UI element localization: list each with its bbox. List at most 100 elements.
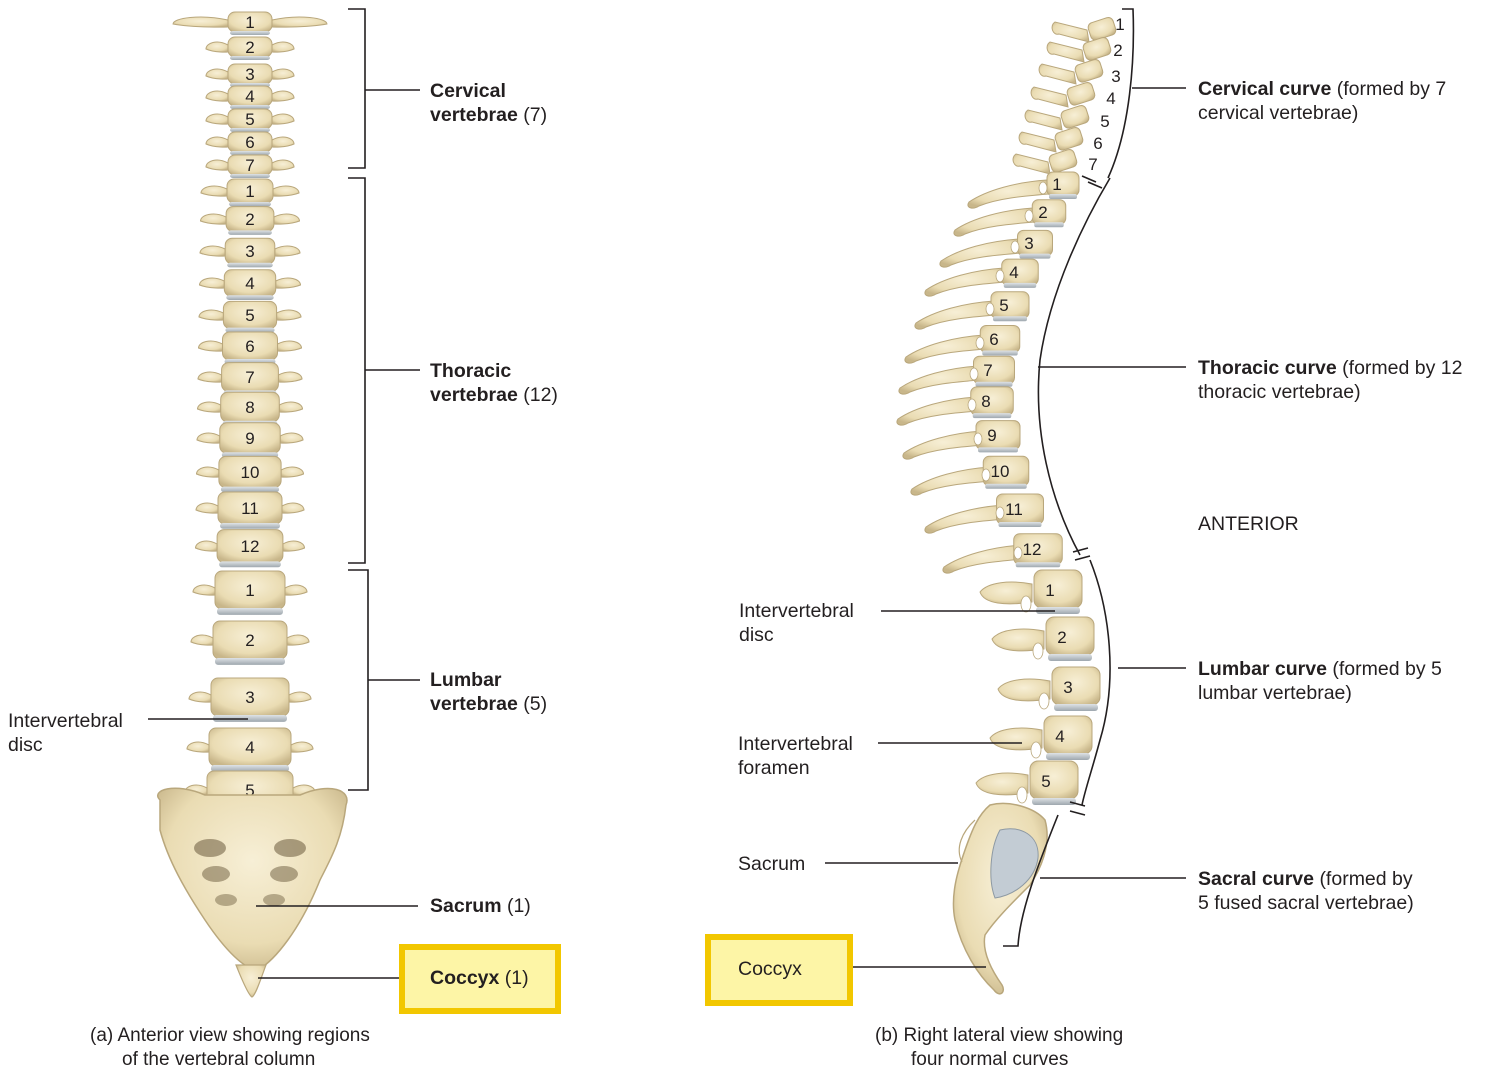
- thoracic-curve-line2: thoracic vertebrae): [1198, 381, 1361, 403]
- cervical-number-2: 2: [245, 38, 254, 57]
- intervertebral-foramen: [1020, 595, 1032, 613]
- sacrum-label-b: Sacrum: [738, 853, 806, 875]
- thoracic-number-4: 4: [245, 274, 254, 293]
- intervertebral-foramen: [995, 506, 1005, 520]
- thoracic-number-10: 10: [241, 463, 260, 482]
- thoracic-process-right: [278, 401, 304, 413]
- intervertebral-foramen: [1038, 692, 1050, 710]
- cervical-spinous-process: [1051, 21, 1090, 43]
- lumbar-lateral-number-1: 1: [1045, 581, 1054, 600]
- curve-tick-marks: [1069, 175, 1103, 816]
- thoracic-number-6: 6: [245, 337, 254, 356]
- lumbar-process-right: [286, 634, 310, 646]
- cervical-lateral-number-4: 4: [1106, 89, 1115, 108]
- sacral-curve-label: Sacral curve (formed by 5 fused sacral v…: [1198, 867, 1414, 915]
- caption-b-line2: four normal curves: [911, 1049, 1069, 1070]
- intervertebral-foramen: [1016, 786, 1028, 804]
- thoracic-lateral-vertebra-5: [990, 291, 1030, 319]
- thoracic-number-3: 3: [245, 242, 254, 261]
- intervertebral-foramen: [1013, 546, 1023, 560]
- lumbar-process-right: [290, 741, 314, 753]
- lumbar-curve-bold: Lumbar curve: [1198, 658, 1327, 680]
- intervertebral-foramen: [969, 367, 979, 381]
- thoracic-vertebrae-label: Thoracic vertebrae (12): [430, 359, 558, 407]
- intervertebral-disc: [1048, 654, 1092, 661]
- lumbar-lateral-number-4: 4: [1055, 727, 1064, 746]
- thoracic-lateral-vertebra-8: [970, 386, 1014, 416]
- lumbar-label-bold: Lumbar: [430, 669, 502, 691]
- cervical-lateral-vertebra-7: [1048, 149, 1078, 173]
- lumbar-bracket-a: [348, 569, 420, 791]
- lumbar-lateral-number-2: 2: [1057, 628, 1066, 647]
- cervical-number-7: 7: [245, 156, 254, 175]
- thoracic-process-right: [277, 371, 303, 383]
- thoracic-lateral-vertebra-2: [1031, 199, 1067, 225]
- intervertebral-foramen: [973, 432, 983, 446]
- intervertebral-disc: [1054, 704, 1098, 711]
- lumbar-spinous-process: [991, 628, 1045, 652]
- thoracic-process-left: [198, 277, 225, 289]
- cervical-process-right: [271, 136, 295, 148]
- cervical-lateral-number-2: 2: [1113, 41, 1122, 60]
- coccyx-count: (1): [504, 967, 529, 989]
- intervertebral-disc: [1034, 222, 1064, 228]
- cervical-spinous-process: [1018, 131, 1057, 153]
- thoracic-lateral-number-7: 7: [983, 361, 992, 380]
- lumbar-spinous-process: [979, 581, 1033, 605]
- cervical-process-left: [205, 41, 229, 53]
- cervical-process-left: [205, 90, 229, 102]
- thoracic-spinous-process: [942, 544, 1025, 574]
- lumbar-lateral-vertebra-1: [1033, 569, 1083, 609]
- thoracic-lateral-number-5: 5: [999, 296, 1008, 315]
- intervertebral-disc: [230, 128, 270, 132]
- lumbar-lateral-vertebra-2: [1045, 616, 1095, 656]
- sacrum-label-a: Sacrum (1): [430, 894, 531, 918]
- thoracic-spinous-process: [967, 179, 1050, 209]
- thoracic-number-12: 12: [241, 537, 260, 556]
- caption-a: (a) Anterior view showing regions of the…: [90, 1024, 370, 1072]
- intervertebral-disc: [220, 523, 280, 529]
- thoracic-lateral-number-4: 4: [1009, 263, 1018, 282]
- thoracic-number-8: 8: [245, 398, 254, 417]
- intervertebral-disc: [985, 483, 1027, 489]
- thoracic-spinous-process: [898, 365, 981, 395]
- cervical-curve-bold: Cervical curve: [1198, 78, 1332, 100]
- thoracic-process-right: [279, 432, 304, 444]
- cervical-number-5: 5: [245, 110, 254, 129]
- thoracic-process-right: [272, 185, 300, 197]
- cervical-process-left: [205, 68, 229, 80]
- intervertebral-foramen: [1024, 209, 1034, 223]
- thoracic-process-right: [274, 245, 301, 257]
- lumbar-process-left: [188, 691, 212, 703]
- thoracic-process-left: [196, 432, 221, 444]
- lumbar-number-4: 4: [245, 738, 254, 757]
- thoracic-curve-label: Thoracic curve (formed by 12 thoracic ve…: [1198, 356, 1462, 404]
- cervical-vertebrae-label: Cervical vertebrae (7): [430, 79, 547, 127]
- thoracic-process-left: [195, 466, 220, 478]
- intervertebral-disc: [220, 486, 280, 493]
- intervertebral-foramen: [1030, 741, 1042, 759]
- intervertebral-foramen: [975, 336, 985, 350]
- intervertebral-disc: [978, 447, 1018, 453]
- coccyx-label-bold: Coccyx: [430, 967, 500, 989]
- intervertebral-foramen: [1038, 181, 1048, 195]
- cervical-lateral-vertebra-4: [1066, 82, 1096, 106]
- thoracic-spinous-process: [924, 267, 1007, 297]
- lumbar-number-1: 1: [245, 581, 254, 600]
- cervical-curve-rest: (formed by 7: [1336, 78, 1447, 100]
- cervical-lateral-number-1: 1: [1115, 15, 1124, 34]
- lumbar-lateral-number-5: 5: [1041, 772, 1050, 791]
- disc-line2-b: disc: [739, 624, 774, 646]
- intervertebral-disc: [972, 413, 1012, 419]
- thoracic-lateral-vertebra-9: [975, 420, 1021, 450]
- intervertebral-disc: [230, 105, 270, 109]
- lumbar-spinous-process: [975, 772, 1029, 796]
- cervical-number-6: 6: [245, 133, 254, 152]
- thoracic-process-left: [197, 371, 223, 383]
- caption-a-line1: (a) Anterior view showing regions: [90, 1025, 370, 1046]
- intervertebral-disc-label-a: Intervertebral disc: [8, 709, 123, 757]
- lumbar-spinous-process: [989, 727, 1043, 751]
- thoracic-spinous-process: [904, 334, 987, 364]
- thoracic-process-left: [199, 213, 227, 225]
